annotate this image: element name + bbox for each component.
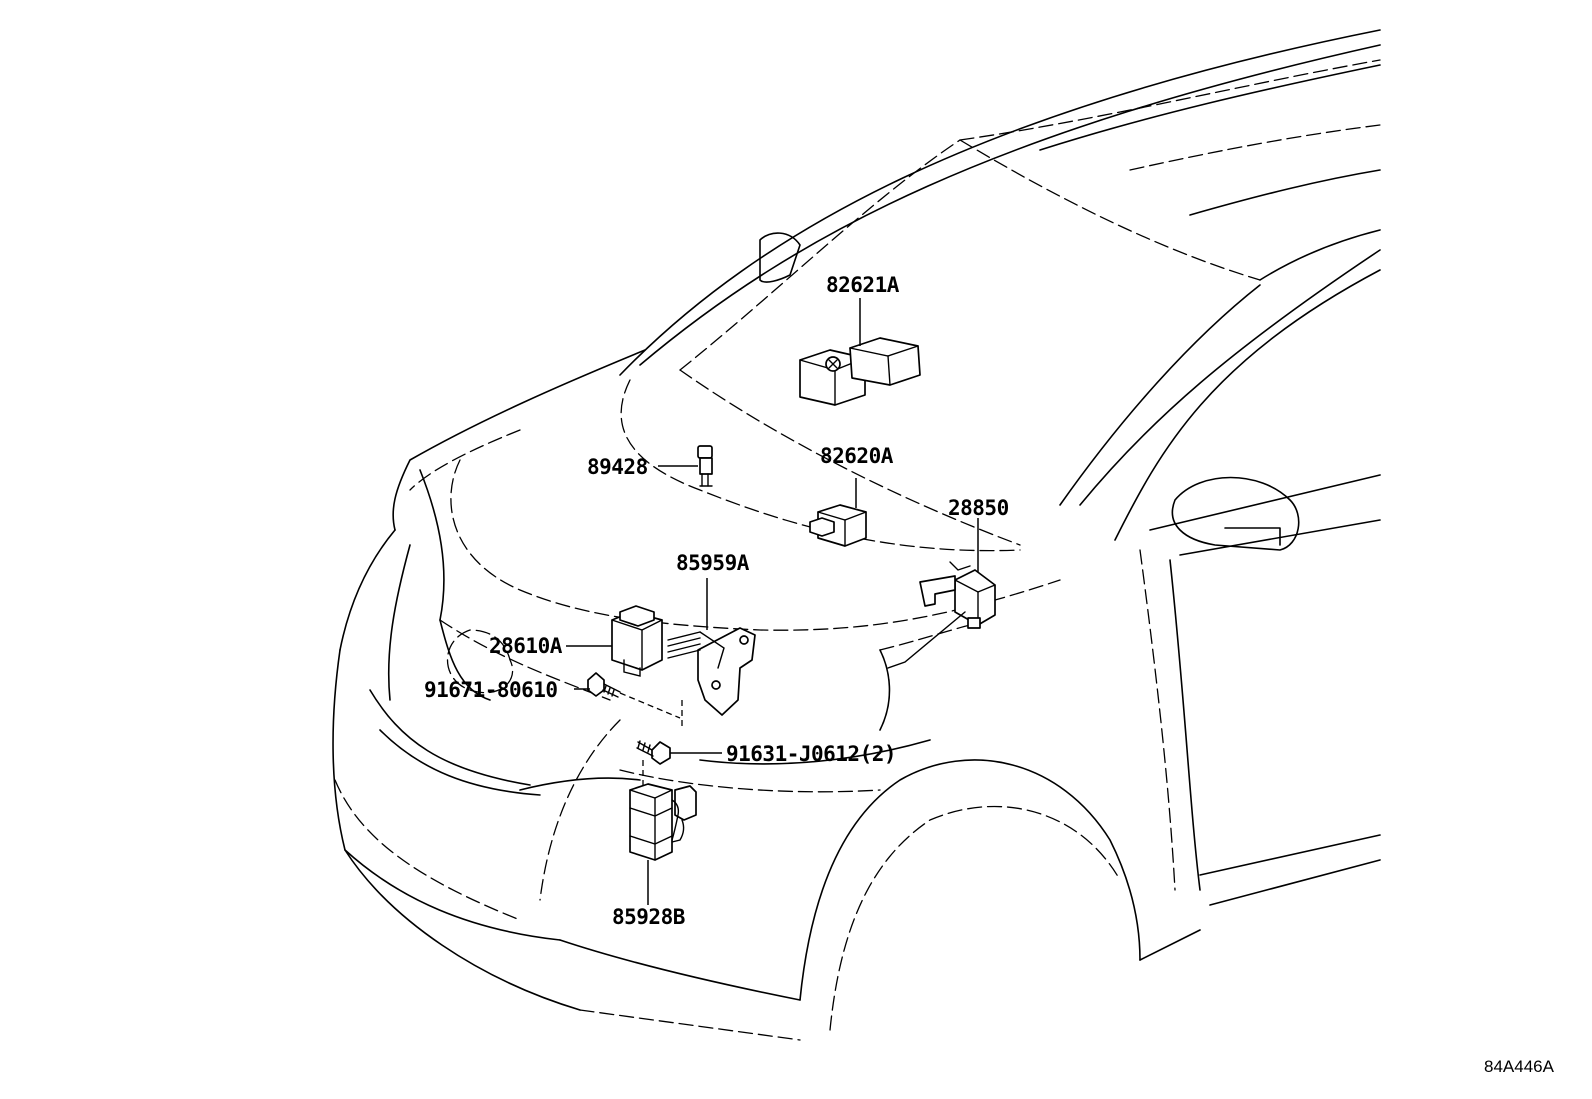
part-28610A-shape xyxy=(566,605,663,677)
callout-85928B: 85928B xyxy=(612,905,685,929)
part-91671-shape xyxy=(574,672,681,719)
callout-82620A: 82620A xyxy=(820,444,894,468)
diagram-reference-code: 84A446A xyxy=(1484,1057,1555,1076)
callout-91631-J0612: 91631-J0612(2) xyxy=(726,742,896,766)
callout-91671-80610: 91671-80610 xyxy=(424,678,558,702)
part-91631-shape xyxy=(636,740,722,765)
callout-82621A: 82621A xyxy=(826,273,900,297)
part-85928B-shape xyxy=(629,783,697,905)
callout-28610A: 28610A xyxy=(489,634,563,658)
part-89428-shape xyxy=(658,445,713,487)
callout-28850: 28850 xyxy=(948,496,1009,520)
callout-89428: 89428 xyxy=(587,455,648,479)
part-28850-shape xyxy=(887,518,996,669)
part-85959A-shape xyxy=(667,578,756,716)
part-82621A-shape xyxy=(799,298,921,406)
part-82620A-shape xyxy=(809,478,867,547)
callout-85959A: 85959A xyxy=(676,551,750,575)
vehicle-body-outline xyxy=(332,29,1381,1041)
